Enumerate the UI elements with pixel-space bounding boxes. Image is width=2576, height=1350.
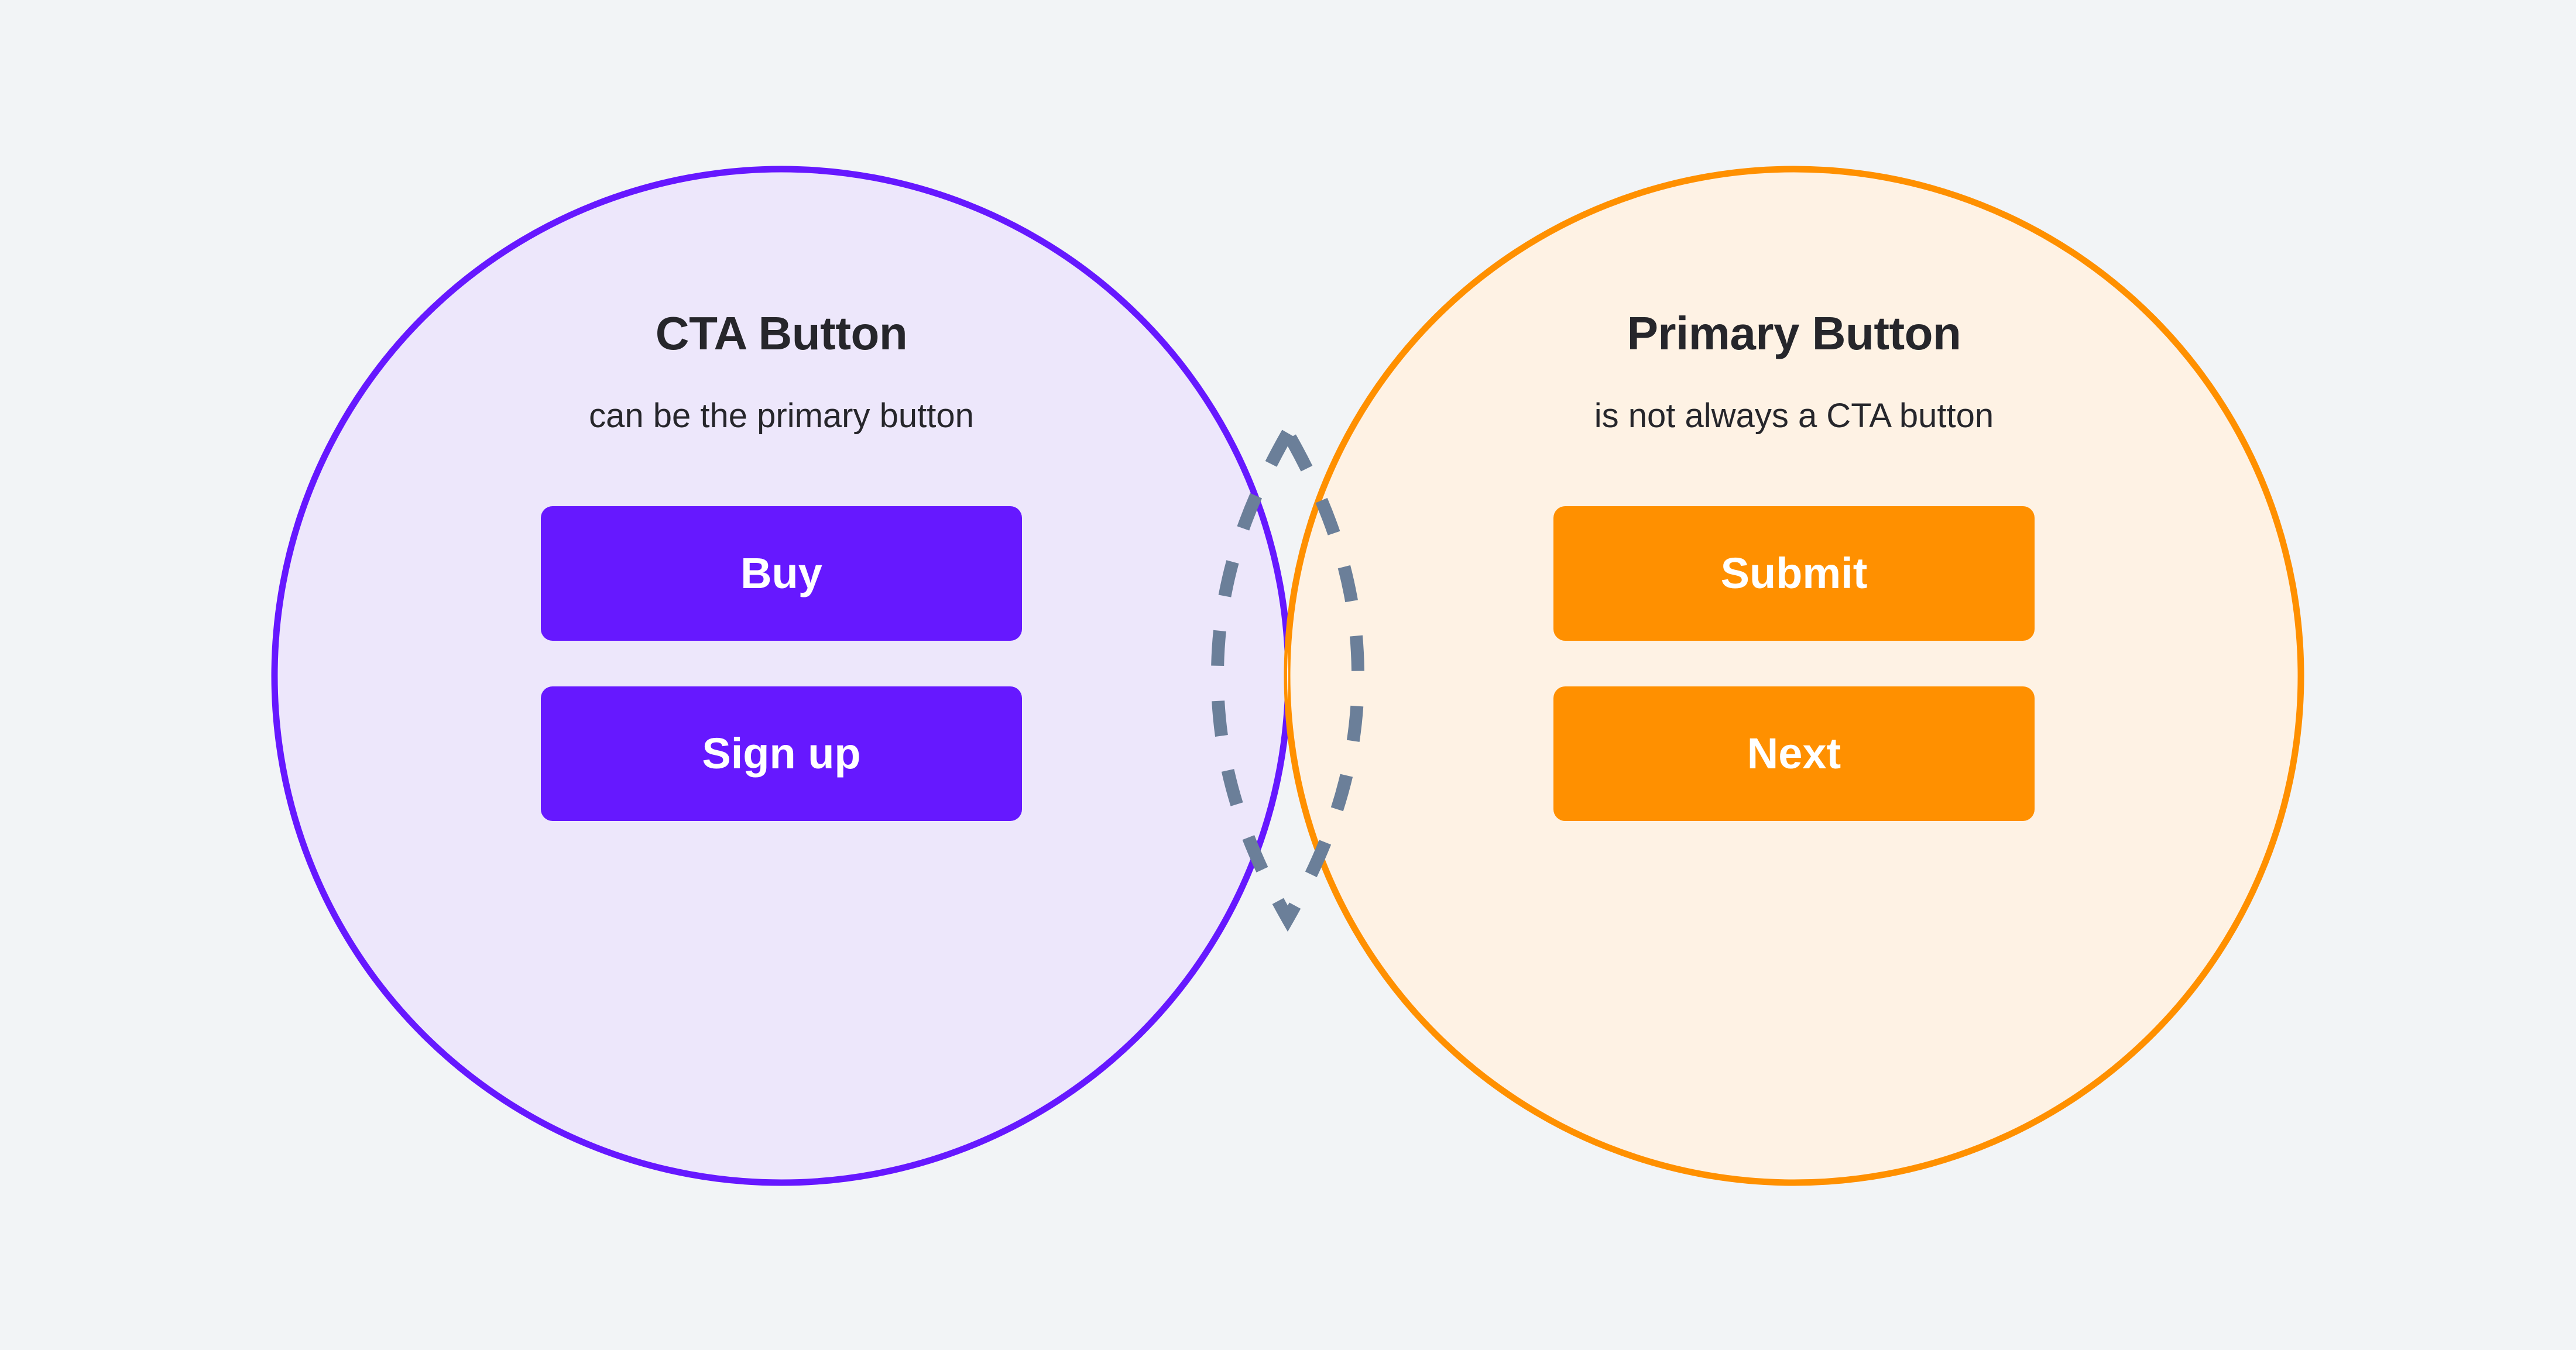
cta-button-stack: Buy Sign up [541,506,1022,821]
cta-set-subtitle: can be the primary button [589,397,974,435]
next-button[interactable]: Next [1553,686,2035,821]
cta-set-title: CTA Button [655,307,908,359]
primary-set-subtitle: is not always a CTA button [1594,397,1994,435]
buy-button[interactable]: Buy [541,506,1022,641]
primary-set-title: Primary Button [1627,307,1961,359]
sign-up-button[interactable]: Sign up [541,686,1022,821]
primary-set-content: Primary Button is not always a CTA butto… [1285,310,2303,821]
primary-button-stack: Submit Next [1553,506,2035,821]
cta-set-content: CTA Button can be the primary button Buy… [272,310,1291,821]
submit-button[interactable]: Submit [1553,506,2035,641]
intersection-dashed-outline [1210,420,1365,932]
